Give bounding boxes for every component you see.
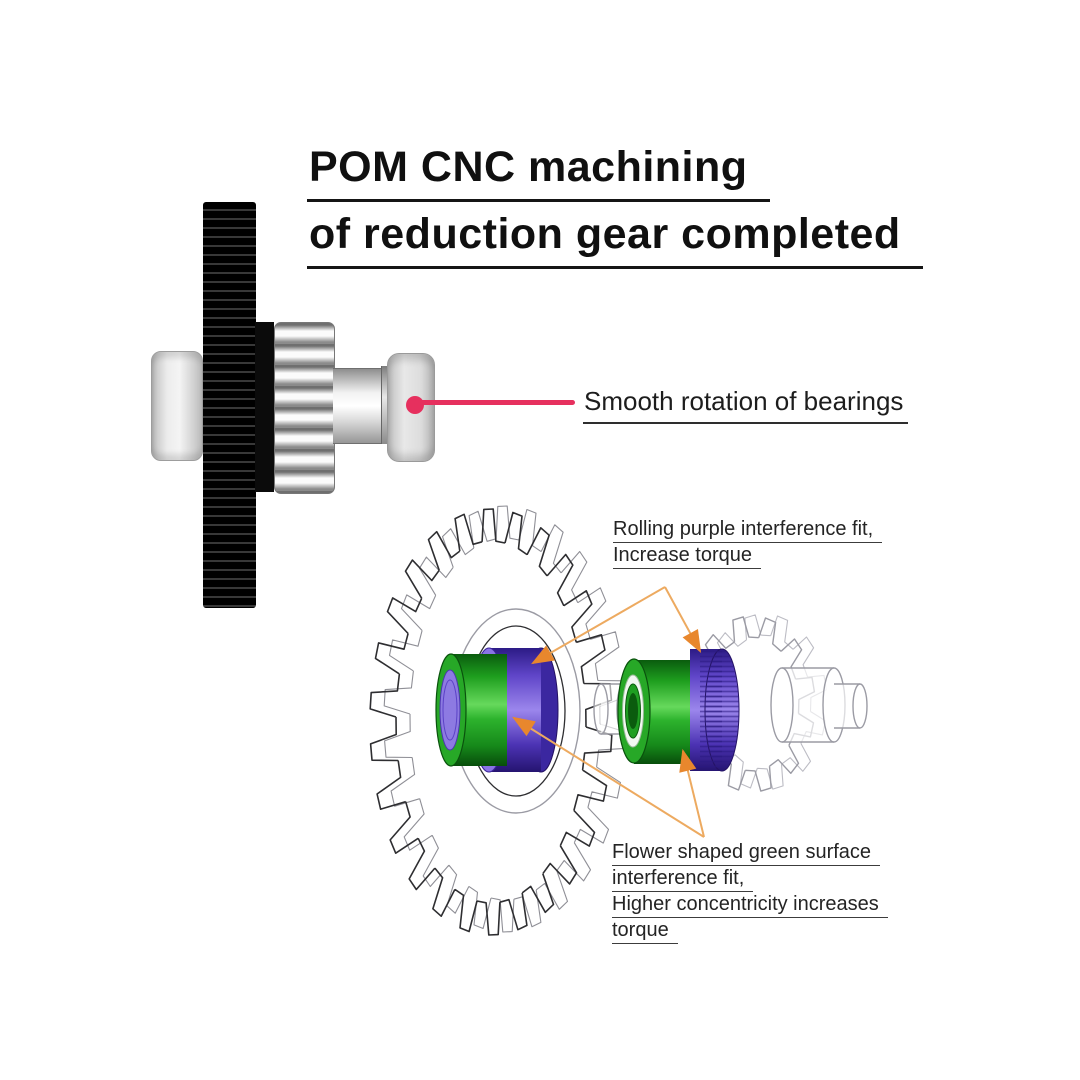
title-line-2: of reduction gear completed [307, 213, 923, 269]
green-flower-sleeve-right [634, 660, 692, 764]
purple-fit-line-2: Increase torque [613, 545, 761, 569]
splined-pinion-gear [274, 322, 335, 494]
ring-gear-wireframe-back [383, 505, 627, 933]
gear-shaft [333, 368, 383, 444]
black-gear-hub [255, 322, 274, 492]
green-fit-annotation: Flower shaped green surface interference… [612, 842, 888, 946]
purple-fit-line-1: Rolling purple interference fit, [613, 519, 883, 543]
purple-fit-leader-lines [531, 586, 702, 665]
spacer-tube-wireframe [593, 683, 632, 735]
green-fit-leader-lines [512, 716, 705, 838]
green-fit-line-3: Higher concentricity increases [612, 894, 888, 918]
hub-bore-outline-inner [466, 625, 566, 797]
left-bearing [151, 351, 203, 461]
page-title: POM CNC machining of reduction gear comp… [307, 146, 923, 280]
green-fit-line-2: interference fit, [612, 868, 754, 892]
pinion-wireframe [688, 616, 816, 792]
green-fit-line-4: torque [612, 920, 678, 944]
black-spur-gear [203, 202, 256, 608]
pinion-wireframe-back [701, 614, 827, 790]
bearing-callout-dot [406, 396, 424, 414]
purple-interference-ring-right [690, 648, 740, 772]
hub-bore-outline-outer [451, 608, 581, 814]
purple-interference-ring-left [471, 647, 559, 773]
ring-gear-wireframe [369, 508, 613, 936]
purple-fit-annotation: Rolling purple interference fit, Increas… [613, 519, 883, 571]
green-flower-sleeve-left [435, 653, 507, 767]
bearing-callout-label: Smooth rotation of bearings [583, 386, 909, 424]
bearing-callout-line [414, 400, 575, 405]
pinion-shaft-wireframe [770, 667, 868, 743]
green-sleeve-front-face [617, 658, 651, 764]
title-line-1: POM CNC machining [307, 146, 770, 202]
green-fit-line-1: Flower shaped green surface [612, 842, 881, 866]
